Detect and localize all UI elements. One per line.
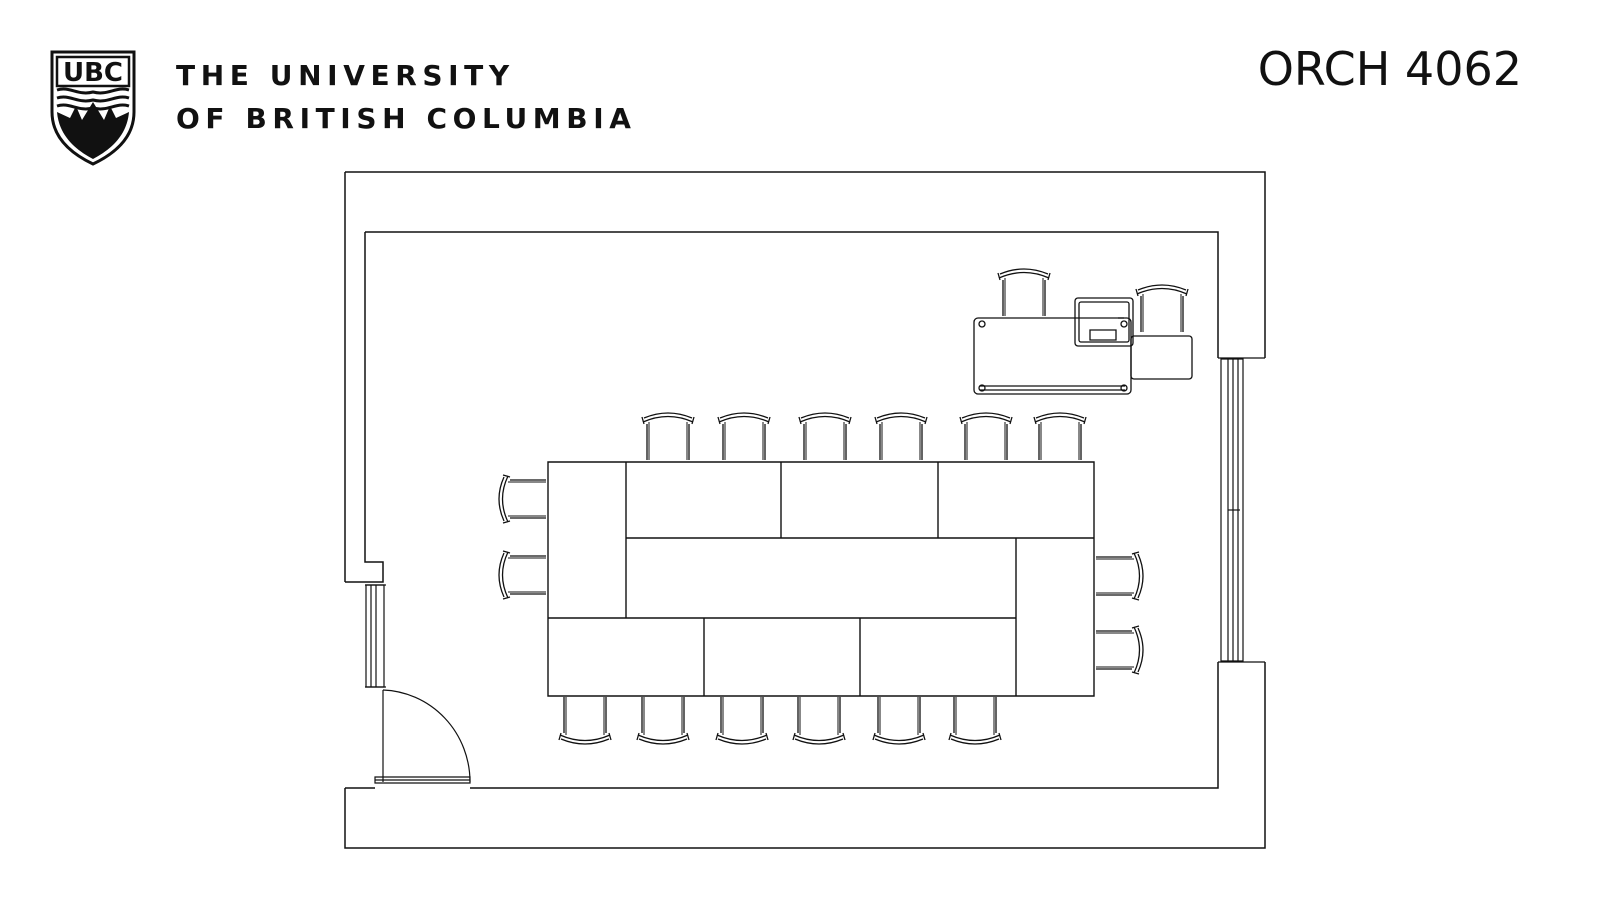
chair-left-2 [498,550,547,600]
chairs-bottom-row [558,696,1002,745]
chair-top-1 [641,412,695,461]
chair-top-2 [717,412,771,461]
desk-chair-2 [1135,284,1189,333]
ubc-logo-text: UBC [63,58,123,88]
side-cabinet [1131,336,1192,379]
chair-top-4 [874,412,928,461]
entry-door [365,585,470,783]
chair-top-5 [959,412,1013,461]
ubc-crest-logo: UBC [50,50,136,166]
chairs-right-end [1095,551,1144,675]
chair-top-3 [798,412,852,461]
chair-right-2 [1095,625,1144,675]
institution-line-2: OF BRITISH COLUMBIA [176,102,637,135]
desk-chairs [997,268,1189,333]
room-walls [345,172,1265,848]
chair-bottom-4 [792,696,846,745]
window-right [1218,358,1265,662]
institution-wordmark: THE UNIVERSITY OF BRITISH COLUMBIA [176,54,637,140]
chair-bottom-5 [872,696,926,745]
room-code: ORCH 4062 [1257,42,1522,96]
chairs-top-row [641,412,1087,461]
chairs-left-end [498,474,547,600]
chair-top-6 [1033,412,1087,461]
chair-bottom-2 [636,696,690,745]
institution-line-1: THE UNIVERSITY [176,59,515,92]
chair-bottom-3 [715,696,769,745]
desk-chair-1 [997,268,1051,317]
chair-bottom-6 [948,696,1002,745]
chair-bottom-1 [558,696,612,745]
chair-left-1 [498,474,547,524]
conference-table [548,462,1094,696]
chair-right-1 [1095,551,1144,601]
podium-console [1075,298,1133,346]
